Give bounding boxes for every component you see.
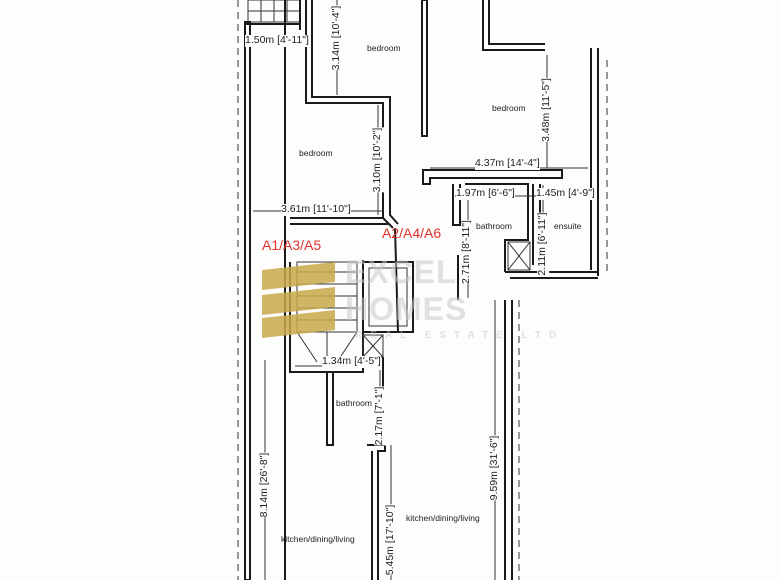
wall-right-outer — [590, 48, 599, 276]
room-label: bedroom — [492, 103, 526, 113]
dimension-lines — [253, 0, 588, 580]
wall-bathroom-inner — [465, 183, 529, 272]
room-label: bedroom — [367, 43, 401, 53]
wall-divider — [421, 0, 428, 137]
dimension-label: 9.59m [31'-6"] — [488, 435, 501, 501]
unit-label-left: A1/A3/A5 — [262, 237, 322, 253]
watermark-logo-icon — [262, 262, 335, 338]
room-label: bathroom — [476, 221, 512, 231]
dimension-label: 2.71m [8'-11"] — [460, 220, 473, 284]
duct-right — [507, 241, 531, 271]
dimension-label: 3.48m [11'-5"] — [540, 78, 553, 142]
dimension-label: 3.14m [10'-4"] — [330, 5, 343, 71]
lift-shaft — [362, 261, 414, 333]
room-label: ensuite — [554, 221, 582, 231]
room-label: kitchen/dining/living — [406, 513, 480, 523]
watermark-line2: HOMES — [345, 291, 468, 327]
watermark-line1: EXCEL — [345, 254, 457, 290]
wall-bedroom-left-bottom — [290, 217, 388, 225]
room-label: bedroom — [299, 148, 333, 158]
dimension-label: 8.14m [26'-8"] — [258, 452, 271, 518]
dimension-label: 5.45m [17'-10"] — [384, 504, 397, 576]
balcony-tiles — [247, 0, 301, 23]
dimension-label: 3.61m [11'-10"] — [281, 203, 351, 216]
unit-label-right: A2/A4/A6 — [382, 225, 442, 241]
wall-bedroom-right-bottom — [422, 169, 563, 185]
dimension-label: 2.17m [7'-1"] — [373, 386, 386, 446]
dimension-label: 3.10m [10'-2"] — [371, 127, 384, 193]
wall-bedroom-left — [305, 0, 399, 229]
dimension-label: 2.11m [6'-11"] — [536, 212, 549, 276]
room-label: bathroom — [336, 398, 372, 408]
dimension-label: 4.37m [14'-4"] — [475, 157, 540, 170]
wall-right-lower — [504, 300, 513, 580]
dimension-label: 1.97m [6'-6"] — [456, 187, 515, 200]
dimension-label: 1.45m [4'-9"] — [536, 187, 595, 200]
wall-bathroom-lower — [326, 371, 334, 446]
wall-top-right — [482, 0, 545, 51]
wall-left-outer — [244, 21, 251, 580]
watermark-line3: REAL ESTATE LTD — [355, 330, 565, 341]
wall-kitchen-divider — [367, 444, 386, 580]
room-label: kitchen/dining/living — [281, 534, 355, 544]
dimension-label: 1.50m [4'-11"] — [245, 34, 309, 47]
dimension-label: 1.34m [4'-5"] — [322, 355, 381, 368]
wall-ensuite-bottom — [505, 271, 598, 279]
